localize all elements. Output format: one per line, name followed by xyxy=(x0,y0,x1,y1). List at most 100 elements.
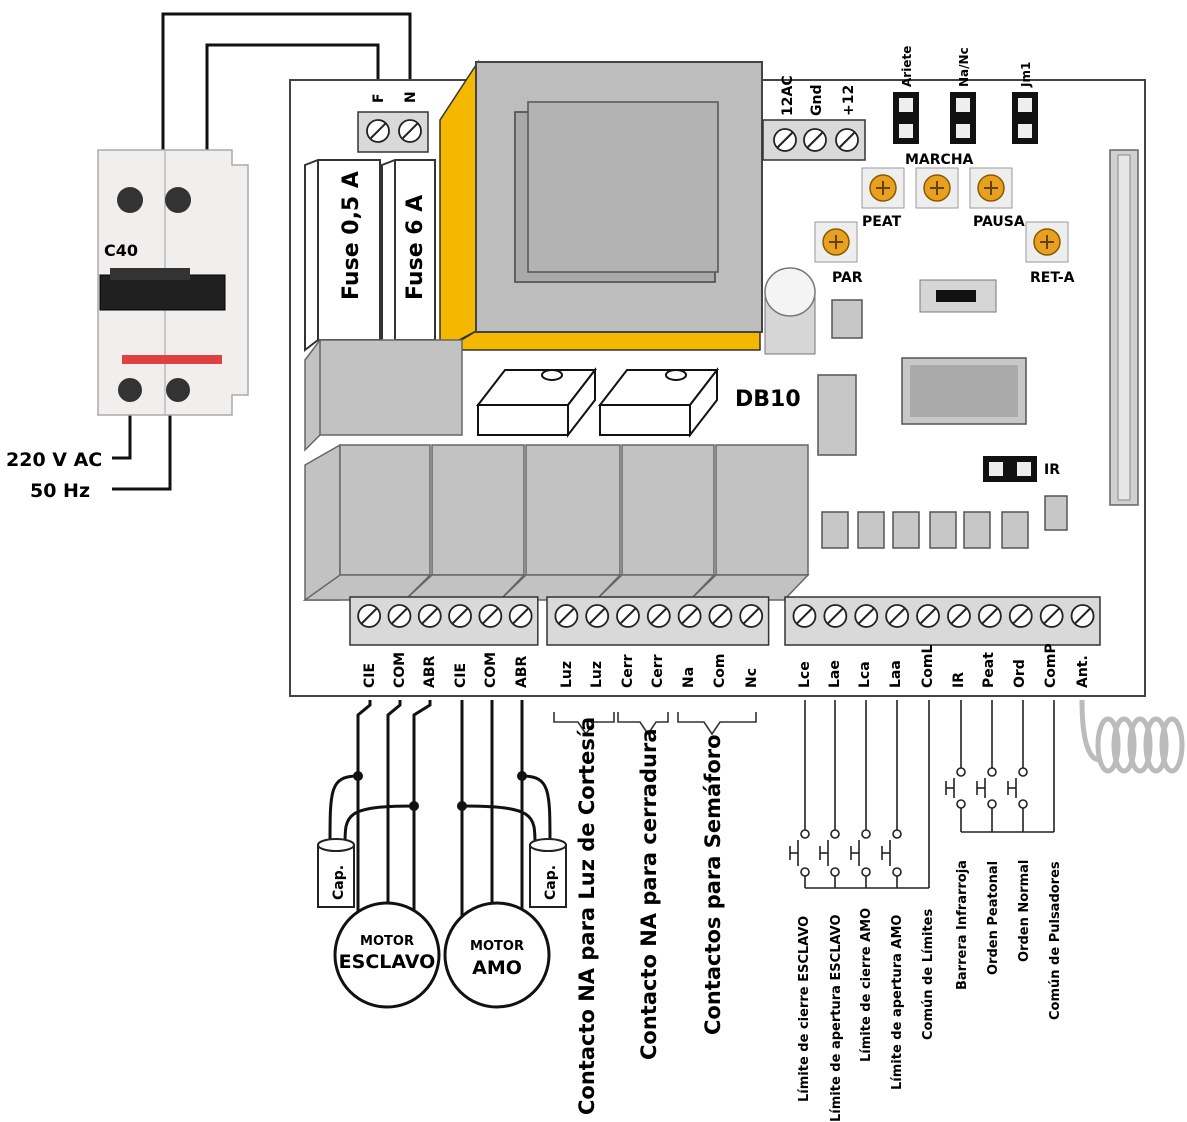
limit-label-cierre-amo: Límite de cierre AMO xyxy=(859,908,874,1062)
terminal-abr-1-label: ABR xyxy=(422,655,438,688)
input-terminal-screw-10[interactable] xyxy=(1070,604,1095,628)
limit-switch-1 xyxy=(789,829,810,877)
group-sem-label: Contactos para Semáforo xyxy=(701,734,725,1035)
motor-terminal-screw-6[interactable] xyxy=(508,604,533,628)
motor-master-line1: MOTOR xyxy=(470,939,524,954)
limit-switch-4 xyxy=(881,829,902,877)
supply-frequency-label: 50 Hz xyxy=(30,480,90,502)
motor-terminal-screw-2[interactable] xyxy=(387,604,412,628)
motor-master-line2: AMO xyxy=(472,957,522,979)
aux-terminal-screw-6[interactable] xyxy=(708,604,733,628)
button-label-comun: Común de Pulsadores xyxy=(1048,861,1063,1020)
aux-terminal-screw-7[interactable] xyxy=(739,604,764,628)
jumper-jm1[interactable] xyxy=(1012,92,1038,144)
board-model-label: DB10 xyxy=(735,387,801,412)
trimmer-pausa[interactable] xyxy=(969,167,1013,209)
relay-main xyxy=(304,339,463,452)
supply-voltage-label: 220 V AC xyxy=(6,449,102,471)
push-button-2 xyxy=(976,767,997,809)
motor-terminal-screw-1[interactable] xyxy=(357,604,382,628)
terminal-ant-label: Ant. xyxy=(1075,655,1091,688)
jumper-ir-label: IR xyxy=(1044,462,1060,478)
trimmer-peat-label: PEAT xyxy=(862,214,902,230)
fuse-6a-label: Fuse 6 A xyxy=(403,195,428,300)
button-labels: Barrera Infrarroja Orden Peatonal Orden … xyxy=(955,860,1063,1020)
motor-terminal-screw-5[interactable] xyxy=(478,604,503,628)
terminal-lae-label: Lae xyxy=(827,660,843,688)
input-terminal-screw-8[interactable] xyxy=(1008,604,1033,628)
terminal-gnd-label: Gnd xyxy=(809,85,825,116)
trimmer-peat[interactable] xyxy=(861,167,905,209)
group-cerr-label: Contacto NA para cerradura xyxy=(637,729,661,1061)
input-terminal-screw-4[interactable] xyxy=(885,604,910,628)
terminal-block-motors xyxy=(349,596,539,646)
input-terminal-screw-3[interactable] xyxy=(854,604,879,628)
aux-terminal-screw-2[interactable] xyxy=(585,604,610,628)
terminal-na-label: Na xyxy=(681,667,697,688)
terminal-ir-label: IR xyxy=(951,672,967,688)
input-components-row xyxy=(821,495,1068,549)
trimmer-ret-a-label: RET-A xyxy=(1030,270,1075,286)
trimmer-ret-a[interactable] xyxy=(1025,221,1069,263)
capacitor-slave xyxy=(317,838,355,908)
input-terminal-screw-7[interactable] xyxy=(977,604,1002,628)
circuit-breaker xyxy=(97,149,249,416)
aux-terminal-screw-4[interactable] xyxy=(646,604,671,628)
jumper-ariete[interactable] xyxy=(893,92,919,144)
terminal-coml-label: ComL xyxy=(920,645,936,688)
capacitor-master-label: Cap. xyxy=(543,865,559,900)
capacitor-master xyxy=(529,838,567,908)
terminal-nc-label: Nc xyxy=(744,668,760,688)
trimmer-par-label: PAR xyxy=(832,270,863,286)
motor-terminal-screw-4[interactable] xyxy=(448,604,472,628)
dip-switch[interactable] xyxy=(919,279,997,313)
terminal-plus12-label: +12 xyxy=(841,85,857,116)
jumper-ir[interactable] xyxy=(983,456,1037,482)
aux-terminal-screw-3[interactable] xyxy=(616,604,640,628)
wire-supply-1 xyxy=(112,415,132,460)
limit-label-cierre-esclavo: Límite de cierre ESCLAVO xyxy=(797,916,812,1102)
motor-slave xyxy=(333,901,441,1009)
limit-label-comun: Común de Límites xyxy=(921,909,936,1040)
capacitor-slave-label: Cap. xyxy=(331,865,347,900)
trimmer-marcha[interactable] xyxy=(915,167,959,209)
regulator-1 xyxy=(475,367,598,438)
trimmer-par[interactable] xyxy=(814,221,858,263)
input-terminal-screw-9[interactable] xyxy=(1039,604,1064,628)
button-label-peatonal: Orden Peatonal xyxy=(986,861,1001,975)
input-terminal-screw-6[interactable] xyxy=(947,604,971,628)
trimmer-pausa-label: PAUSA xyxy=(973,214,1025,230)
aux-terminal-screw-5[interactable] xyxy=(677,604,702,628)
input-terminal-screw-2[interactable] xyxy=(823,604,848,628)
regulator-2 xyxy=(597,367,720,438)
terminal-com-1-label: COM xyxy=(392,652,408,688)
terminal-lca-label: Lca xyxy=(857,661,873,688)
terminal-block-aux xyxy=(546,596,770,646)
terminal-cie-1-label: CIE xyxy=(362,663,378,688)
group-luz-label: Contacto NA para Luz de Cortesía xyxy=(575,717,599,1115)
push-button-3 xyxy=(1007,767,1028,809)
button-label-barrera: Barrera Infrarroja xyxy=(955,860,970,990)
aux-terminal-screw-1[interactable] xyxy=(554,604,579,628)
terminal-cie-2-label: CIE xyxy=(453,663,469,688)
mains-terminal-block xyxy=(357,111,429,153)
breaker-model: C40 xyxy=(104,241,138,260)
motor-slave-line1: MOTOR xyxy=(360,934,414,949)
limit-switches xyxy=(789,829,902,877)
motor-terminal-screw-3[interactable] xyxy=(417,604,442,628)
terminal-cerr-1-label: Cerr xyxy=(620,654,636,688)
wire-supply-2 xyxy=(112,415,172,491)
component-chip xyxy=(831,299,863,339)
power-terminal-block xyxy=(762,119,866,161)
input-terminal-screw-1[interactable] xyxy=(792,604,817,628)
fuse-0-5a-label: Fuse 0,5 A xyxy=(339,171,364,300)
terminal-12ac-label: 12AC xyxy=(780,75,796,116)
terminal-f-label: F xyxy=(371,93,387,103)
jumper-na-nc[interactable] xyxy=(950,92,976,144)
terminal-luz-1-label: Luz xyxy=(559,661,575,688)
input-terminal-screw-5[interactable] xyxy=(916,604,940,628)
wire-n xyxy=(205,43,380,160)
motor-wiring xyxy=(328,700,552,930)
terminal-com-label: Com xyxy=(712,654,728,688)
